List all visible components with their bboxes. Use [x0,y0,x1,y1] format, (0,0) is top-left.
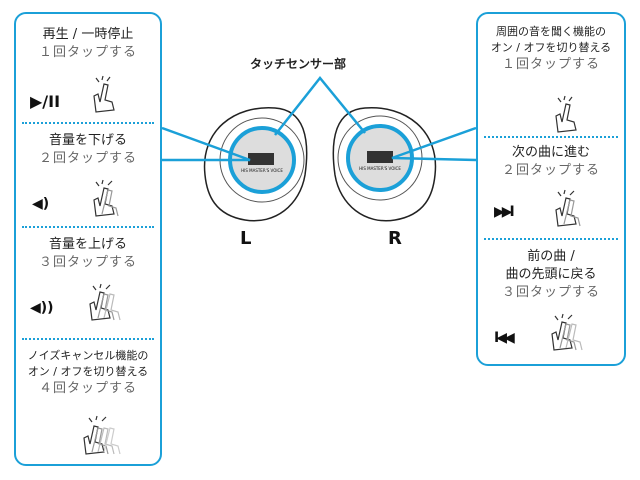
volume-up-icon: ◀)) [30,300,54,316]
next-track-section: 次の曲に進む ２回タップする [478,144,624,180]
previous-track-icon: I◀◀ [494,330,515,346]
noise-cancel-section: ノイズキャンセル機能の オン / オフを切り替える ４回タップする [16,348,160,398]
divider [22,338,154,340]
volume-down-section: 音量を下げる ２回タップする [16,132,160,168]
right-earbud: HIS MASTER'S VOICE [332,107,437,222]
action-text: ノイズキャンセル機能の [27,349,149,362]
action-text: 次の曲に進む [511,145,590,160]
action-text: 音量を下げる [48,133,127,148]
previous-track-section: 前の曲 / 曲の先頭に戻る ３回タップする [478,248,624,302]
tap-twice-icon [93,179,119,217]
right-label: R [388,228,402,249]
play-pause-section: 再生 / 一時停止 １回タップする [16,26,160,62]
tap-twice-icon [555,189,581,227]
action-text: 再生 / 一時停止 [42,27,134,42]
next-track-icon: ▶▶I [494,204,515,220]
left-controls-panel: 再生 / 一時停止 １回タップする ▶/II 音量を下げる ２回タップする ◀)… [14,12,162,466]
tap-three-times-icon [551,313,583,351]
left-label: L [240,228,252,249]
action-text: 前の曲 / [527,249,575,264]
tap-count: １回タップする [501,57,600,72]
divider [22,122,154,124]
tap-count: ３回タップする [38,255,137,270]
action-text: 曲の先頭に戻る [505,267,597,282]
tap-once-icon [93,75,115,113]
svg-text:HIS MASTER'S VOICE: HIS MASTER'S VOICE [241,168,283,173]
tap-count: １回タップする [38,45,137,60]
tap-count: ２回タップする [38,151,137,166]
action-text: 周囲の音を聞く機能の [496,25,606,38]
callout-lines [161,76,477,162]
divider [22,226,154,228]
action-text: 音量を上げる [48,237,127,252]
play-pause-icon: ▶/II [30,92,61,111]
volume-down-icon: ◀) [32,196,50,212]
tap-count: ２回タップする [501,163,600,178]
action-text: オン / オフを切り替える [27,365,149,378]
right-controls-panel: 周囲の音を聞く機能の オン / オフを切り替える １回タップする 次の曲に進む … [476,12,626,366]
svg-text:HIS MASTER'S VOICE: HIS MASTER'S VOICE [359,166,401,171]
left-earbud: HIS MASTER'S VOICE [203,107,308,222]
divider [484,238,618,240]
action-text: オン / オフを切り替える [490,41,612,54]
ambient-sound-section: 周囲の音を聞く機能の オン / オフを切り替える １回タップする [478,24,624,74]
tap-once-icon [555,95,577,133]
volume-up-section: 音量を上げる ３回タップする [16,236,160,272]
tap-four-times-icon [83,415,121,455]
tap-count: ４回タップする [38,381,137,396]
divider [484,136,618,138]
touch-sensor-title: タッチセンサー部 [250,57,347,71]
tap-count: ３回タップする [501,285,600,300]
tap-three-times-icon [89,283,121,321]
